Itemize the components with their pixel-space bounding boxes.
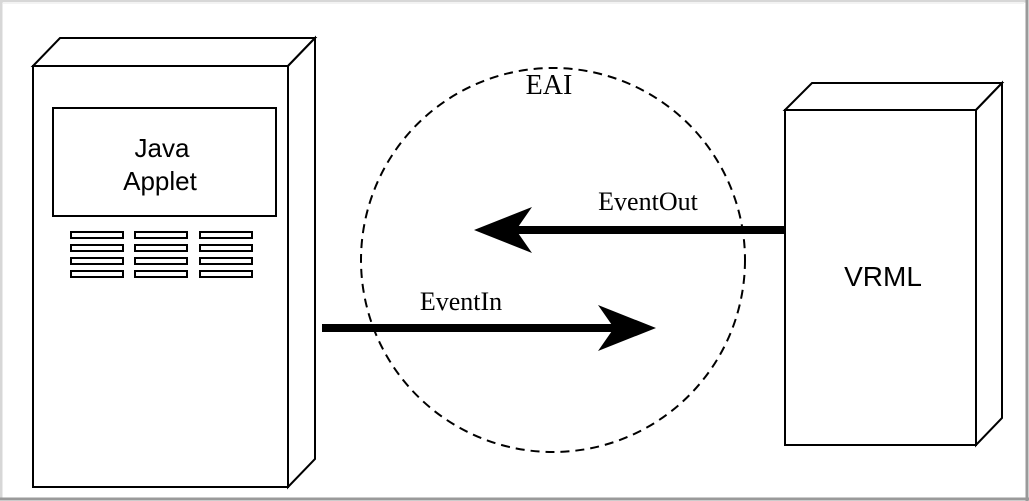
java-box-top-face xyxy=(30,37,318,67)
event-in-label: EventIn xyxy=(420,287,502,316)
vrml-box xyxy=(782,80,1005,448)
vrml-box-front-face xyxy=(784,109,977,446)
vent-slot xyxy=(70,244,124,252)
vent-slot xyxy=(134,257,188,265)
vent-slot xyxy=(70,257,124,265)
vrml-box-top-face xyxy=(782,82,1005,111)
vent-slot xyxy=(199,270,253,278)
java-label-line2: Applet xyxy=(123,166,197,196)
vrml-box-side-face xyxy=(975,80,1003,448)
eai-label: EAI xyxy=(526,70,573,101)
vent-slot xyxy=(134,231,188,239)
vent-slot xyxy=(134,270,188,278)
vent-slot xyxy=(199,231,253,239)
vrml-label: VRML xyxy=(844,261,922,292)
event-out-label: EventOut xyxy=(598,187,698,216)
eai-boundary-circle xyxy=(360,67,746,453)
java-box-side-face xyxy=(287,35,316,490)
java-applet-screen xyxy=(52,107,277,217)
event-in-arrow xyxy=(322,305,656,351)
vent-slot xyxy=(70,231,124,239)
event-out-arrow xyxy=(474,207,785,253)
vent-slot xyxy=(199,244,253,252)
vent-grille xyxy=(70,231,253,278)
vent-slot xyxy=(70,270,124,278)
java-label-line1: Java xyxy=(135,133,190,163)
vent-slot xyxy=(199,257,253,265)
vent-slot xyxy=(134,244,188,252)
